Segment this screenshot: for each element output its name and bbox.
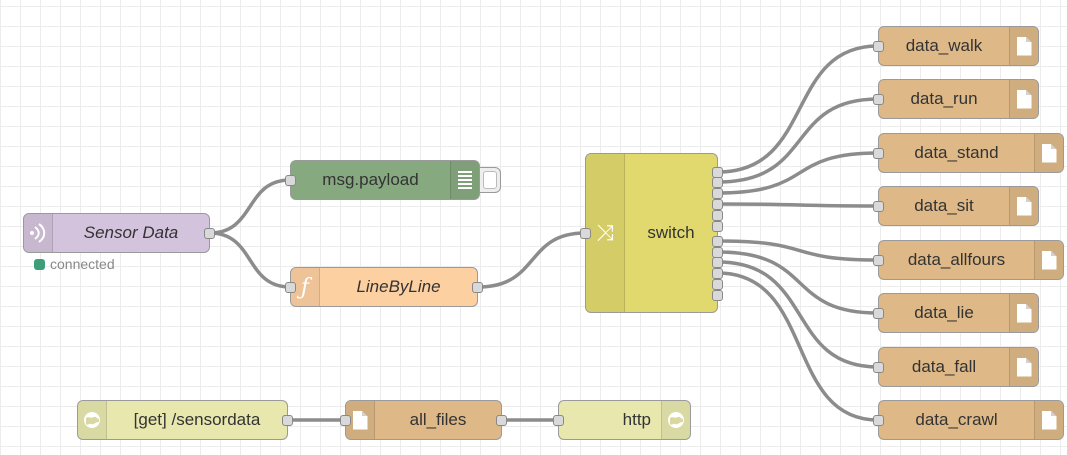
output-input-port[interactable] — [873, 362, 884, 373]
http-out-label: http — [622, 410, 651, 429]
file-icon — [1009, 348, 1038, 386]
output-node-run[interactable]: data_run — [873, 79, 1039, 119]
switch-output-port-4[interactable] — [712, 199, 723, 210]
file-icon — [1009, 294, 1038, 332]
switch-output-port-6[interactable] — [712, 221, 723, 232]
linebyline-output-port[interactable] — [472, 282, 483, 293]
switch-output-port-11[interactable] — [712, 279, 723, 290]
output-label: data_fall — [911, 357, 977, 376]
all-files-label: all_files — [409, 410, 467, 429]
output-label: data_walk — [905, 36, 983, 55]
file-icon — [1009, 187, 1038, 225]
file-icon — [1034, 401, 1063, 439]
linebyline-label: LineByLine — [356, 277, 441, 296]
output-label: data_sit — [914, 196, 974, 215]
output-input-port[interactable] — [873, 308, 884, 319]
sensor-data-output-port[interactable] — [204, 228, 215, 239]
output-input-port[interactable] — [873, 201, 884, 212]
switch-input-port[interactable] — [580, 228, 591, 239]
output-node-sit[interactable]: data_sit — [873, 186, 1039, 226]
output-label: data_allfours — [907, 250, 1006, 269]
file-icon — [1034, 241, 1063, 279]
wire-switch-to-sit — [717, 202, 879, 208]
switch-output-port-12[interactable] — [712, 290, 723, 301]
wire-switch-to-lie — [717, 250, 879, 315]
output-node-walk[interactable]: data_walk — [873, 26, 1039, 66]
output-node-lie[interactable]: data_lie — [873, 293, 1039, 333]
output-node-allfours[interactable]: data_allfours — [873, 240, 1064, 280]
wire-sensor-to-linebyline — [209, 231, 291, 289]
debug-node[interactable]: msg.payload — [285, 160, 480, 200]
output-input-port[interactable] — [873, 415, 884, 426]
debug-lines-icon — [450, 161, 479, 199]
output-label: data_run — [910, 89, 978, 108]
wireless-signal-icon — [24, 214, 53, 252]
http-out-input-port[interactable] — [553, 415, 564, 426]
all-files-input-port[interactable] — [340, 415, 351, 426]
http-in-output-port[interactable] — [282, 415, 293, 426]
wire-switch-to-allfours — [717, 239, 879, 262]
wire-switch-to-fall — [717, 260, 879, 369]
output-node-crawl[interactable]: data_crawl — [873, 400, 1064, 440]
output-label: data_lie — [914, 303, 974, 322]
output-label: data_crawl — [915, 410, 998, 429]
output-input-port[interactable] — [873, 255, 884, 266]
debug-input-port[interactable] — [285, 175, 296, 186]
file-icon — [1009, 80, 1038, 118]
file-icon — [1034, 134, 1063, 172]
output-label: data_stand — [914, 143, 999, 162]
switch-output-port-5[interactable] — [712, 210, 723, 221]
output-input-port[interactable] — [873, 41, 884, 52]
sensor-data-status: connected — [34, 256, 115, 272]
globe-icon — [78, 401, 107, 439]
http-in-label: [get] /sensordata — [133, 410, 261, 429]
switch-output-port-2[interactable] — [712, 177, 723, 188]
linebyline-input-port[interactable] — [285, 282, 296, 293]
switch-output-port-3[interactable] — [712, 188, 723, 199]
wire-linebyline-to-switch — [477, 231, 586, 289]
http-in-node[interactable]: [get] /sensordata — [77, 400, 293, 440]
sensor-data-label: Sensor Data — [83, 223, 179, 242]
sensor-data-node[interactable]: Sensor Data — [23, 213, 215, 253]
switch-label: switch — [647, 223, 695, 242]
output-node-fall[interactable]: data_fall — [873, 347, 1039, 387]
http-out-node[interactable]: http — [553, 400, 691, 440]
all-files-output-port[interactable] — [496, 415, 507, 426]
switch-fork-icon: ⤨ — [586, 154, 625, 312]
wire-sensor-to-debug — [209, 178, 291, 235]
output-node-stand[interactable]: data_stand — [873, 133, 1064, 173]
debug-toggle-button[interactable] — [479, 167, 501, 193]
linebyline-node[interactable]: ƒ LineByLine — [285, 267, 483, 307]
switch-node[interactable]: ⤨ switch — [580, 153, 723, 313]
output-input-port[interactable] — [873, 94, 884, 105]
globe-icon — [661, 401, 690, 439]
file-icon — [346, 401, 375, 439]
wire-switch-to-run — [717, 97, 879, 184]
wire-switch-to-crawl — [717, 271, 879, 422]
all-files-node[interactable]: all_files — [340, 400, 507, 440]
switch-output-port-7[interactable] — [712, 236, 723, 247]
switch-output-port-9[interactable] — [712, 257, 723, 268]
wire-switch-to-walk — [717, 44, 879, 174]
wire-switch-to-stand — [717, 151, 879, 195]
debug-label: msg.payload — [322, 170, 419, 189]
file-icon — [1009, 27, 1038, 65]
sensor-data-status-text: connected — [50, 256, 115, 272]
output-input-port[interactable] — [873, 148, 884, 159]
status-dot-icon — [34, 258, 45, 270]
switch-output-port-10[interactable] — [712, 268, 723, 279]
